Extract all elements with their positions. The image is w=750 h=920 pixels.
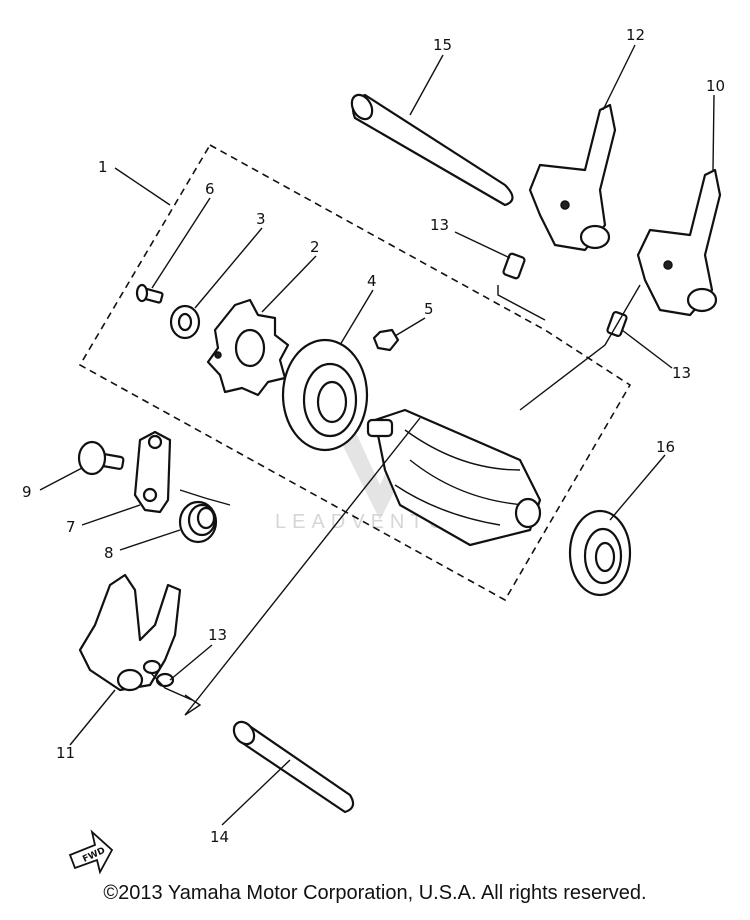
callout-15: 15	[433, 36, 452, 54]
pin-leader-right	[519, 284, 641, 411]
callout-3: 3	[256, 210, 266, 228]
callout-13-lower: 13	[208, 626, 227, 644]
bearing-4	[281, 338, 369, 452]
nut-5	[372, 328, 400, 352]
bolt-9	[77, 440, 125, 476]
shift-fork-12	[528, 103, 617, 252]
guide-pin-13-upper	[502, 252, 526, 280]
callout-8: 8	[104, 544, 114, 562]
fork-shaft-15	[350, 93, 514, 207]
callout-12: 12	[626, 26, 645, 44]
pin-leader-upper	[497, 285, 546, 321]
callout-11: 11	[56, 744, 75, 762]
forward-arrow-icon: FWD	[68, 829, 114, 875]
callout-4: 4	[367, 272, 377, 290]
assembly-outline-dashed	[78, 143, 632, 602]
fork11-pin-leader	[149, 671, 193, 701]
callout-16: 16	[656, 438, 675, 456]
callout-10: 10	[706, 77, 725, 95]
drum-leader-long	[184, 417, 421, 716]
screw-6	[135, 283, 164, 304]
copyright-notice: ©2013 Yamaha Motor Corporation, U.S.A. A…	[103, 882, 647, 904]
callout-14: 14	[210, 828, 229, 846]
callout-1: 1	[98, 158, 108, 176]
segment-plate-2	[206, 298, 290, 397]
spring-8	[178, 489, 231, 544]
callout-7: 7	[66, 518, 76, 536]
callout-5: 5	[424, 300, 434, 318]
fork-shaft-14	[232, 720, 355, 814]
washer-3	[169, 304, 201, 340]
callout-6: 6	[205, 180, 215, 198]
stopper-lever-7	[133, 430, 172, 514]
bearing-16	[568, 509, 632, 597]
shift-fork-10	[636, 168, 722, 317]
shift-cam-drum	[366, 408, 542, 547]
callout-9: 9	[22, 483, 32, 501]
shift-fork-11	[78, 573, 182, 692]
callout-13-right: 13	[672, 364, 691, 382]
callout-13-upper: 13	[430, 216, 449, 234]
callout-2: 2	[310, 238, 320, 256]
callout-leaders	[39, 44, 715, 826]
